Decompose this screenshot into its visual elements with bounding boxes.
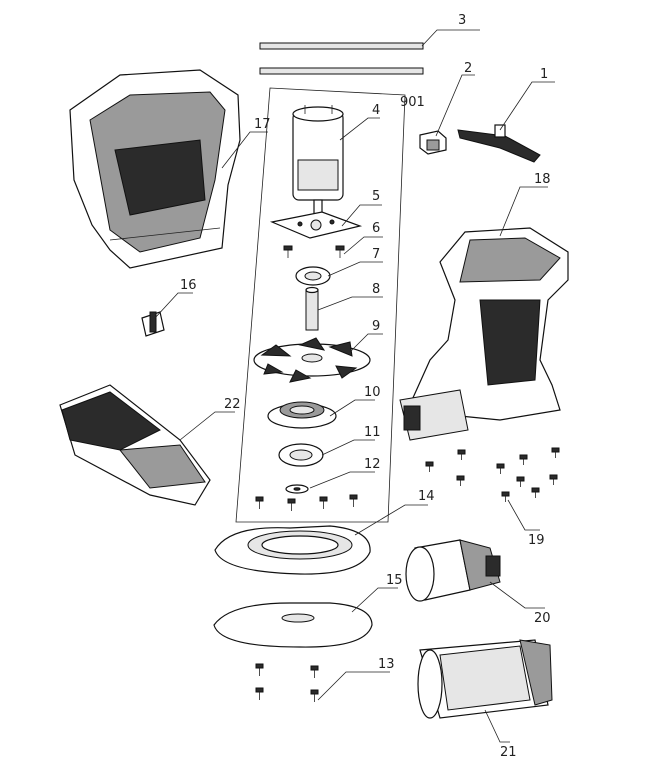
callout-1: 1: [540, 67, 548, 82]
part-19-screws: [425, 447, 560, 502]
part-6-screws: [283, 245, 345, 258]
part-8-shaft: [305, 286, 319, 331]
part-20-adapter: [405, 539, 501, 602]
callout-8: 8: [372, 282, 380, 297]
callout-9: 9: [372, 319, 380, 334]
part-16-bracket: [141, 311, 165, 337]
assembly-frame: [235, 87, 406, 523]
callout-15: 15: [386, 573, 403, 588]
callout-13: 13: [378, 657, 395, 672]
part-12-washer: [285, 484, 309, 494]
callout-22: 22: [224, 397, 241, 412]
part-18-main-housing: [399, 227, 569, 441]
part-11-bearing: [278, 443, 324, 467]
part-5-plate: [269, 211, 363, 239]
callout-labels: 3 2 1 4 901 5 6 7 8 9 10 11 12 13 14 15 …: [180, 13, 551, 760]
part-17-housing-half: [69, 69, 241, 269]
part-7-bearing: [295, 266, 331, 286]
part-4-motor: [292, 105, 344, 215]
callout-7: 7: [372, 247, 380, 262]
callout-4: 4: [372, 103, 380, 118]
callout-16: 16: [180, 278, 197, 293]
callout-18: 18: [534, 172, 551, 187]
callout-12: 12: [364, 457, 381, 472]
leader-lines: [154, 29, 555, 743]
callout-14: 14: [418, 489, 435, 504]
part-22-battery: [59, 384, 211, 506]
part-15-sanding-pad: [213, 602, 373, 648]
callout-6: 6: [372, 221, 380, 236]
frame-bottom-screws: [255, 494, 358, 511]
part-2-switch: [419, 130, 447, 155]
callout-19: 19: [528, 533, 545, 548]
part-3-rods: [259, 42, 424, 75]
callout-2: 2: [464, 61, 472, 76]
callout-20: 20: [534, 611, 551, 626]
part-13-screws: [255, 663, 319, 702]
part-9-fan: [253, 337, 371, 383]
callout-10: 10: [364, 385, 381, 400]
part-1-lever: [457, 124, 541, 163]
part-10-counterweight: [267, 401, 337, 429]
callout-901: 901: [400, 95, 425, 110]
callout-11: 11: [364, 425, 381, 440]
callout-17: 17: [254, 117, 271, 132]
callout-3: 3: [458, 13, 466, 28]
callout-5: 5: [372, 189, 380, 204]
part-21-canister: [417, 639, 553, 719]
callout-21: 21: [500, 745, 517, 760]
part-14-base-ring: [214, 525, 371, 575]
